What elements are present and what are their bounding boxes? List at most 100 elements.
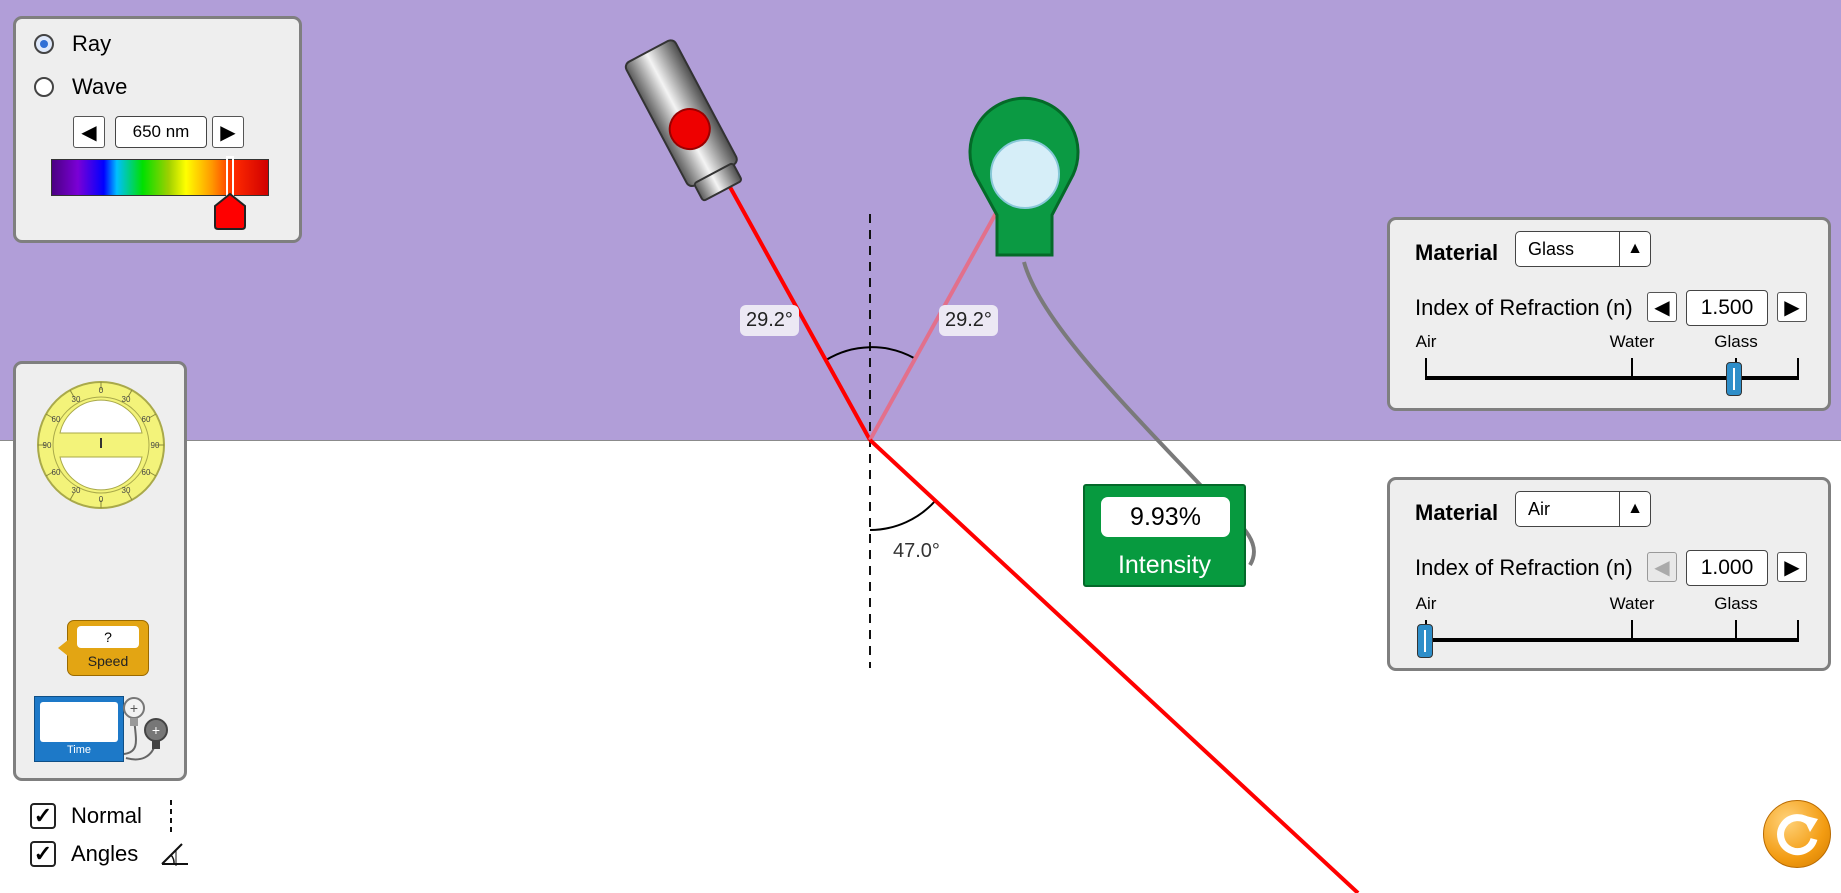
wavelength-value: 650 nm <box>115 116 207 148</box>
angles-label: Angles <box>71 841 139 866</box>
bottom-tick-mark-water <box>1631 620 1633 640</box>
top-material-panel: Material Glass ▲ Index of Refraction (n)… <box>1387 217 1831 411</box>
bottom-material-panel: Material Air ▲ Index of Refraction (n) ◀… <box>1387 477 1831 671</box>
bottom-tick-water: Water <box>1609 594 1655 613</box>
interface-line <box>0 440 1841 441</box>
protractor-tick-30c: 30 <box>72 486 81 495</box>
angle-icon <box>161 843 189 866</box>
top-ior-value: 1.500 <box>1686 290 1768 326</box>
top-tick-mark-water <box>1631 358 1633 378</box>
wavelength-increase-button[interactable]: ▶ <box>212 116 244 148</box>
bottom-material-label: Material <box>1415 500 1499 525</box>
protractor-tick-60: 60 <box>52 415 61 424</box>
bottom-ior-slider-track[interactable] <box>1425 638 1799 642</box>
sensor-wire <box>1022 261 1256 567</box>
reflected-angle-label: 29.2° <box>939 305 998 336</box>
incident-angle-arc <box>825 346 915 361</box>
bottom-ior-value: 1.000 <box>1686 550 1768 586</box>
wavelength-decrease-button[interactable]: ◀ <box>73 116 105 148</box>
protractor-tick-90b: 90 <box>151 441 160 450</box>
laser-pointer[interactable] <box>624 38 748 204</box>
bottom-ior-decrease-button[interactable]: ◀ <box>1647 552 1677 582</box>
top-ior-slider-thumb[interactable] <box>1725 362 1742 396</box>
check-icon: ✓ <box>33 803 53 828</box>
protractor-tick-60c: 60 <box>52 468 61 477</box>
top-ior-label: Index of Refraction (n) <box>1415 295 1633 320</box>
top-tick-glass: Glass <box>1714 332 1758 351</box>
top-material-label: Material <box>1415 240 1499 265</box>
protractor-tick-30: 30 <box>72 395 81 404</box>
bottom-material-select[interactable]: Air ▲ <box>1515 491 1651 527</box>
protractor-tick-60b: 60 <box>142 415 151 424</box>
protractor-tick-0: 0 <box>99 386 104 395</box>
top-material-value: Glass <box>1528 239 1575 259</box>
reset-button[interactable] <box>1763 800 1831 868</box>
time-sensor-probes[interactable]: + + <box>122 696 180 768</box>
bottom-tick-mark-glass <box>1735 620 1737 640</box>
bottom-tick-air: Air <box>1415 594 1437 613</box>
top-tick-mark-air <box>1425 358 1427 378</box>
intensity-label: Intensity <box>1117 551 1212 579</box>
protractor-tick-30d: 30 <box>122 486 131 495</box>
time-label: Time <box>66 744 92 756</box>
normal-toggle[interactable]: ✓ Normal <box>30 800 176 832</box>
triangle-up-icon[interactable]: ▲ <box>1619 492 1650 526</box>
dashed-line-icon <box>169 800 172 832</box>
normal-checkbox[interactable]: ✓ <box>30 803 56 829</box>
laser-button[interactable] <box>663 102 717 156</box>
protractor-tool[interactable]: 0 30 30 60 60 90 90 60 60 30 30 0 <box>36 380 166 510</box>
intensity-meter[interactable]: 9.93% Intensity <box>1083 484 1246 587</box>
bottom-ior-slider-thumb[interactable] <box>1417 624 1433 658</box>
bottom-material-value: Air <box>1528 499 1550 519</box>
ray-radio[interactable] <box>34 34 54 54</box>
wavelength-slider-thumb[interactable] <box>211 155 249 231</box>
bottom-tick-mark-end <box>1797 620 1799 640</box>
probe-a-plus-icon: + <box>130 700 138 716</box>
wave-label: Wave <box>72 74 128 99</box>
speed-pointer <box>58 640 68 656</box>
left-triangle-icon: ◀ <box>1654 296 1670 319</box>
right-triangle-icon: ▶ <box>1784 556 1800 579</box>
protractor-tick-90: 90 <box>43 441 52 450</box>
angles-toggle[interactable]: ✓ Angles <box>30 840 190 868</box>
check-icon: ✓ <box>33 841 53 866</box>
ray-label: Ray <box>72 31 112 56</box>
left-triangle-icon: ◀ <box>1654 556 1670 579</box>
intensity-value: 9.93% <box>1101 497 1230 537</box>
ray-option[interactable]: Ray <box>34 31 111 57</box>
left-triangle-icon: ◀ <box>81 121 97 144</box>
triangle-up-icon[interactable]: ▲ <box>1619 232 1650 266</box>
protractor-tick-30b: 30 <box>122 395 131 404</box>
wave-option[interactable]: Wave <box>34 74 127 100</box>
right-triangle-icon: ▶ <box>1784 296 1800 319</box>
top-ior-increase-button[interactable]: ▶ <box>1777 292 1807 322</box>
bottom-ior-increase-button[interactable]: ▶ <box>1777 552 1807 582</box>
refracted-beam <box>868 438 1360 893</box>
speed-label: Speed <box>87 653 129 669</box>
refracted-angle-label: 47.0° <box>893 540 940 562</box>
top-tick-water: Water <box>1609 332 1655 351</box>
normal-label: Normal <box>71 803 142 828</box>
time-tool[interactable]: Time <box>34 696 124 762</box>
angles-checkbox[interactable]: ✓ <box>30 841 56 867</box>
bottom-ior-label: Index of Refraction (n) <box>1415 555 1633 580</box>
wave-radio[interactable] <box>34 77 54 97</box>
top-tick-mark-end <box>1797 358 1799 378</box>
protractor-tick-0b: 0 <box>99 495 104 504</box>
speed-tool[interactable]: ? Speed <box>58 620 149 676</box>
reset-arrow-icon <box>1777 814 1818 856</box>
refracted-angle-arc <box>869 499 937 531</box>
right-triangle-icon: ▶ <box>220 121 236 144</box>
top-ior-decrease-button[interactable]: ◀ <box>1647 292 1677 322</box>
time-display <box>40 702 118 742</box>
top-tick-air: Air <box>1415 332 1437 351</box>
toolbox-panel: 0 30 30 60 60 90 90 60 60 30 30 0 ? Spee… <box>13 361 187 781</box>
top-ior-slider-track[interactable] <box>1425 376 1799 380</box>
bottom-tick-glass: Glass <box>1714 594 1758 613</box>
top-material-select[interactable]: Glass ▲ <box>1515 231 1651 267</box>
intensity-sensor-probe[interactable] <box>968 96 1080 257</box>
light-source-panel: Ray Wave ◀ 650 nm ▶ <box>13 16 302 243</box>
probe-b-plus-icon: + <box>152 722 160 738</box>
incident-angle-label: 29.2° <box>740 305 799 336</box>
